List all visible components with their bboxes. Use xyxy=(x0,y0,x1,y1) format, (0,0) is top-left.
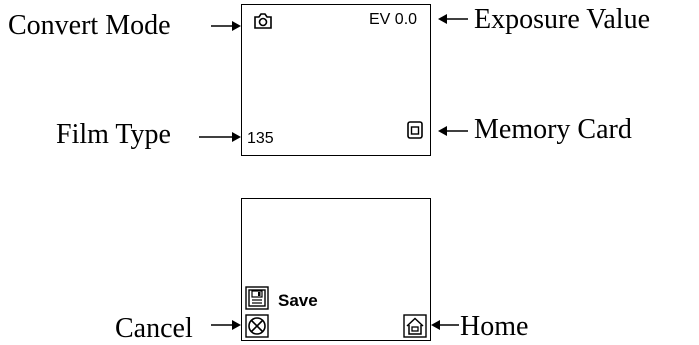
callout-cancel: Cancel xyxy=(115,313,193,344)
callout-exposure-value: Exposure Value xyxy=(474,4,650,35)
film-type-readout: 135 xyxy=(247,130,274,147)
callout-memory-card: Memory Card xyxy=(474,114,632,145)
camera-icon xyxy=(254,13,272,29)
callout-convert-mode: Convert Mode xyxy=(8,10,171,41)
arrow-right-icon xyxy=(211,21,241,31)
save-button-label[interactable]: Save xyxy=(278,291,318,310)
arrow-right-icon xyxy=(211,320,241,330)
arrow-left-icon xyxy=(438,126,468,136)
cancel-icon[interactable] xyxy=(245,314,269,338)
exposure-value-readout: EV 0.0 xyxy=(369,11,418,28)
floppy-disk-icon[interactable] xyxy=(245,286,269,310)
callout-film-type: Film Type xyxy=(56,119,171,150)
callout-home: Home xyxy=(460,311,529,342)
memory-card-icon xyxy=(407,121,423,139)
save-screen xyxy=(241,198,431,341)
home-icon[interactable] xyxy=(403,314,427,338)
arrow-left-icon xyxy=(431,320,459,330)
arrow-right-icon xyxy=(199,132,241,142)
arrow-left-icon xyxy=(438,14,468,24)
main-screen xyxy=(241,4,431,156)
